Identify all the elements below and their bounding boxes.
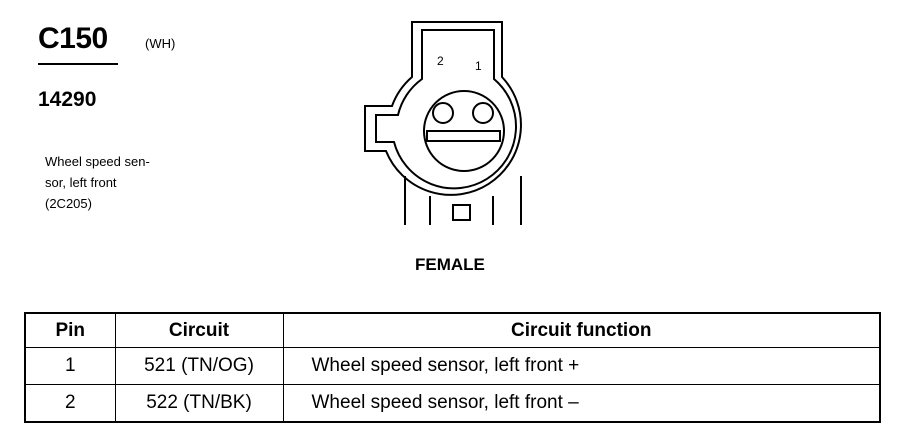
cell-circuit: 521 (TN/OG): [114, 347, 284, 385]
cell-circuit-function: Wheel speed sensor, left front –: [282, 384, 881, 423]
part-number: 14290: [38, 88, 97, 111]
cell-pin: 1: [24, 347, 116, 385]
connector-gender-label: FEMALE: [415, 255, 485, 274]
terminal-face: [423, 90, 505, 172]
table-header-row: Pin Circuit Circuit function: [24, 312, 881, 348]
cell-pin: 2: [24, 384, 116, 423]
pinout-table: Pin Circuit Circuit function 1 521 (TN/O…: [24, 312, 881, 423]
connector-housing-outer: [364, 21, 522, 196]
header-circuit-function: Circuit function: [282, 312, 881, 348]
housing-center-latch: [452, 204, 471, 221]
table-row: 2 522 (TN/BK) Wheel speed sensor, left f…: [24, 384, 881, 423]
connector-housing-inner: [375, 29, 517, 190]
keying-rib: [426, 130, 501, 142]
connector-face-drawing: 2 1: [364, 21, 522, 225]
wire-color-code: (WH): [145, 36, 176, 51]
description-line-3: (2C205): [45, 196, 92, 211]
table-row: 1 521 (TN/OG) Wheel speed sensor, left f…: [24, 347, 881, 385]
description-line-1: Wheel speed sen-: [45, 154, 150, 169]
description-line-2: sor, left front: [45, 175, 117, 190]
housing-leg-left: [404, 176, 431, 225]
pin-label-2: 2: [437, 54, 444, 68]
header-pin: Pin: [24, 312, 116, 348]
housing-leg-right: [492, 176, 522, 225]
connector-id-underline: [38, 63, 118, 65]
cell-circuit-function: Wheel speed sensor, left front +: [282, 347, 881, 385]
connector-id: C150: [38, 22, 108, 55]
terminal-cavity-1: [472, 102, 494, 124]
header-circuit: Circuit: [114, 312, 284, 348]
cell-circuit: 522 (TN/BK): [114, 384, 284, 423]
terminal-cavity-2: [432, 102, 454, 124]
pin-label-1: 1: [475, 59, 482, 73]
